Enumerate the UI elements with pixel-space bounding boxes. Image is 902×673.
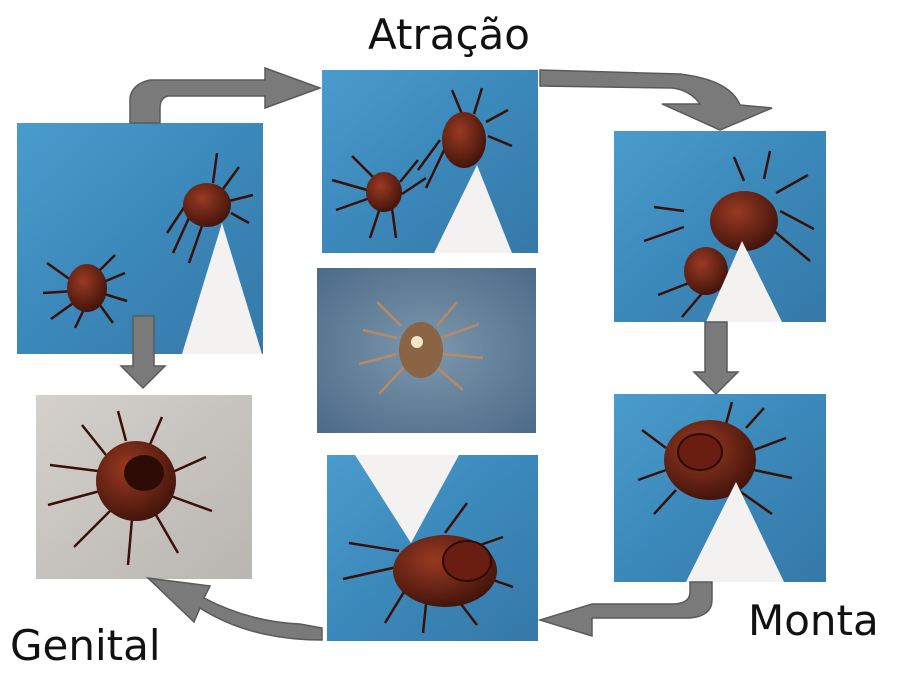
label-genital: Genital <box>10 625 161 667</box>
label-mount: Monta <box>748 600 879 642</box>
arrow-to-approach-icon <box>540 70 772 130</box>
arrow-to-attraction-icon <box>130 68 320 123</box>
label-attraction: Atração <box>368 14 530 56</box>
arrow-to-pair-icon <box>540 582 712 636</box>
arrow-down-left-icon <box>121 316 165 388</box>
arrow-to-mount-icon <box>694 322 738 394</box>
arrow-to-genital-icon <box>148 578 322 640</box>
